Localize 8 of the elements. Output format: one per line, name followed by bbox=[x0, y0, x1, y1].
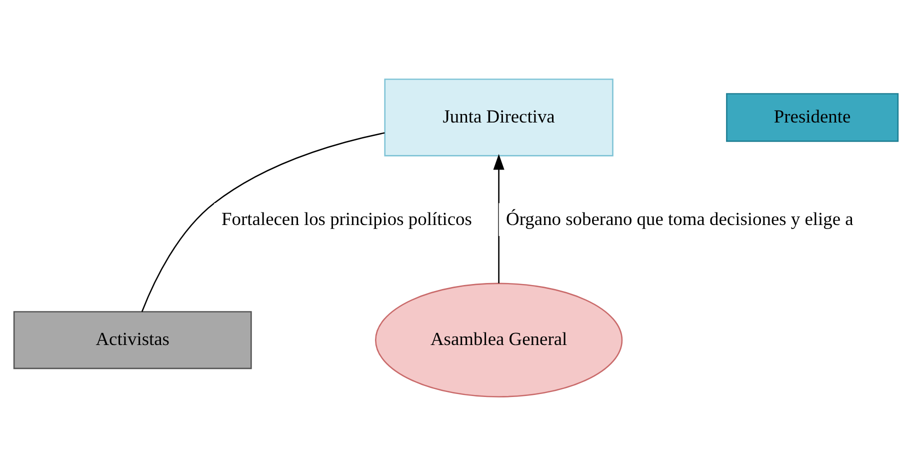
edge-label: Órgano soberano que toma decisiones y elige a bbox=[506, 208, 854, 229]
node-box: Presidente bbox=[726, 92, 899, 142]
node-box: Junta Directiva bbox=[384, 78, 614, 156]
arrow bbox=[493, 153, 504, 283]
node-box: Activistas bbox=[13, 310, 252, 369]
connector bbox=[141, 132, 385, 312]
node-ellipse: Asamblea General bbox=[374, 282, 623, 397]
edge-label: Fortalecen los principios políticos bbox=[222, 208, 472, 229]
